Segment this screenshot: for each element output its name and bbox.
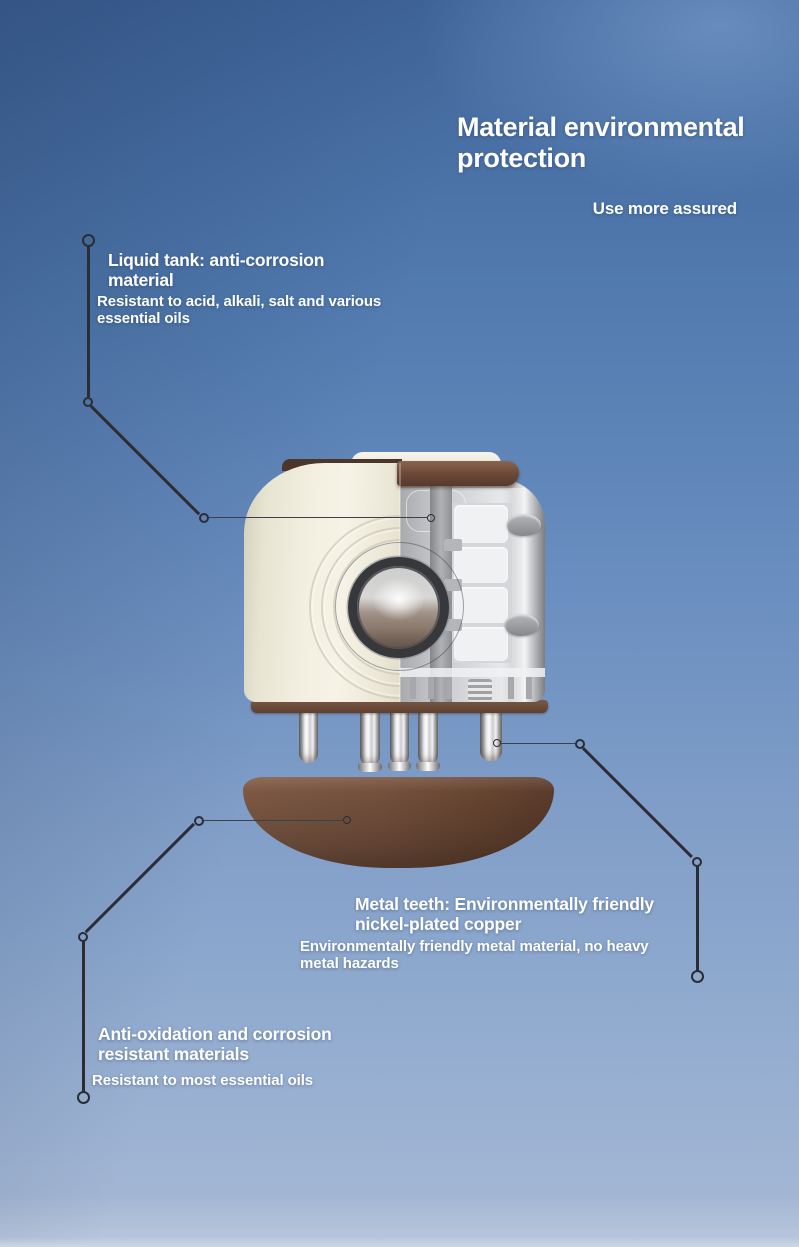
inner-block xyxy=(454,627,508,661)
screw-boss xyxy=(507,514,541,536)
annotation-metal-teeth: Metal teeth: Environmentally friendly ni… xyxy=(300,894,654,972)
annotation-liquid-tank: Liquid tank: anti-corrosion material Res… xyxy=(97,250,381,327)
inner-block-tab xyxy=(444,539,462,551)
leader-dot-base-bend1 xyxy=(194,816,204,826)
leader-line-metal-teeth-vertical xyxy=(695,866,699,971)
metal-pin xyxy=(358,711,382,772)
leader-dot-metal-teeth-bend1 xyxy=(575,739,585,749)
annotation-line: Resistant to acid, alkali, salt and vari… xyxy=(97,293,382,310)
leader-line-liquid-tank-diagonal xyxy=(89,405,201,516)
annotation-anti-oxidation-body: Resistant to most essential oils xyxy=(92,1072,332,1089)
leader-dot-liquid-tank-bend1 xyxy=(83,397,93,407)
annotation-line: resistant materials xyxy=(98,1044,249,1064)
base-cover xyxy=(243,777,554,868)
leader-line-liquid-tank-horizontal xyxy=(209,516,427,518)
inner-post xyxy=(526,677,532,699)
leader-dot-liquid-tank-bend2 xyxy=(199,513,209,523)
inner-white-blocks xyxy=(444,503,512,663)
leader-dot-base-start xyxy=(343,816,351,824)
annotation-liquid-tank-heading: Liquid tank: anti-corrosion material xyxy=(108,250,381,290)
annotation-line: Metal teeth: Environmentally friendly xyxy=(355,894,654,914)
leader-line-liquid-tank-vertical xyxy=(86,246,90,397)
leader-dot-metal-teeth-end xyxy=(691,970,704,983)
leader-line-base-diagonal xyxy=(84,822,195,934)
annotation-anti-oxidation: Anti-oxidation and corrosion resistant m… xyxy=(92,1024,332,1089)
screw-boss xyxy=(505,614,539,636)
inner-spring xyxy=(468,679,492,701)
inner-block xyxy=(454,505,508,543)
atomizer-lens xyxy=(348,557,449,658)
page-title: Material environmental protection xyxy=(457,112,745,174)
inner-post xyxy=(428,677,434,699)
page-title-line-2: protection xyxy=(457,143,586,173)
leader-line-base-horizontal xyxy=(204,819,344,821)
inner-post xyxy=(410,677,416,699)
leader-dot-metal-teeth-start xyxy=(493,739,501,747)
leader-line-base-vertical xyxy=(81,941,85,1092)
annotation-line: material xyxy=(108,270,174,290)
bottom-fade xyxy=(0,1238,799,1247)
metal-pin xyxy=(388,711,411,771)
annotation-line: Anti-oxidation and corrosion xyxy=(98,1024,332,1044)
metal-pin xyxy=(480,711,502,761)
page-title-line-1: Material environmental xyxy=(457,112,745,142)
annotation-metal-teeth-heading: Metal teeth: Environmentally friendly ni… xyxy=(355,894,654,934)
leader-dot-liquid-tank-end xyxy=(427,514,435,522)
inner-post xyxy=(446,677,452,699)
atomizer-sphere-outline xyxy=(335,542,464,671)
inner-bottom-bar xyxy=(400,668,545,677)
metal-pin xyxy=(416,711,440,771)
device-top-cover xyxy=(397,461,519,486)
metal-pin xyxy=(299,711,318,763)
leader-line-metal-teeth-diagonal xyxy=(581,747,693,859)
annotation-line: nickel-plated copper xyxy=(355,914,522,934)
annotation-metal-teeth-body: Environmentally friendly metal material,… xyxy=(300,938,654,972)
leader-dot-base-end xyxy=(77,1091,90,1104)
annotation-line: Liquid tank: anti-corrosion xyxy=(108,250,325,270)
annotation-line: essential oils xyxy=(97,310,190,327)
inner-block xyxy=(454,547,508,583)
annotation-line: Environmentally friendly metal material,… xyxy=(300,938,649,955)
annotation-line: metal hazards xyxy=(300,955,399,972)
annotation-line: Resistant to most essential oils xyxy=(92,1072,314,1089)
inner-post xyxy=(508,677,514,699)
page-subtitle: Use more assured xyxy=(592,199,737,218)
device-bottom-rim xyxy=(251,700,548,713)
lens-lower-shading xyxy=(357,611,440,649)
leader-line-metal-teeth-horizontal xyxy=(501,742,576,744)
annotation-liquid-tank-body: Resistant to acid, alkali, salt and vari… xyxy=(97,293,381,327)
annotation-anti-oxidation-heading: Anti-oxidation and corrosion resistant m… xyxy=(98,1024,332,1064)
